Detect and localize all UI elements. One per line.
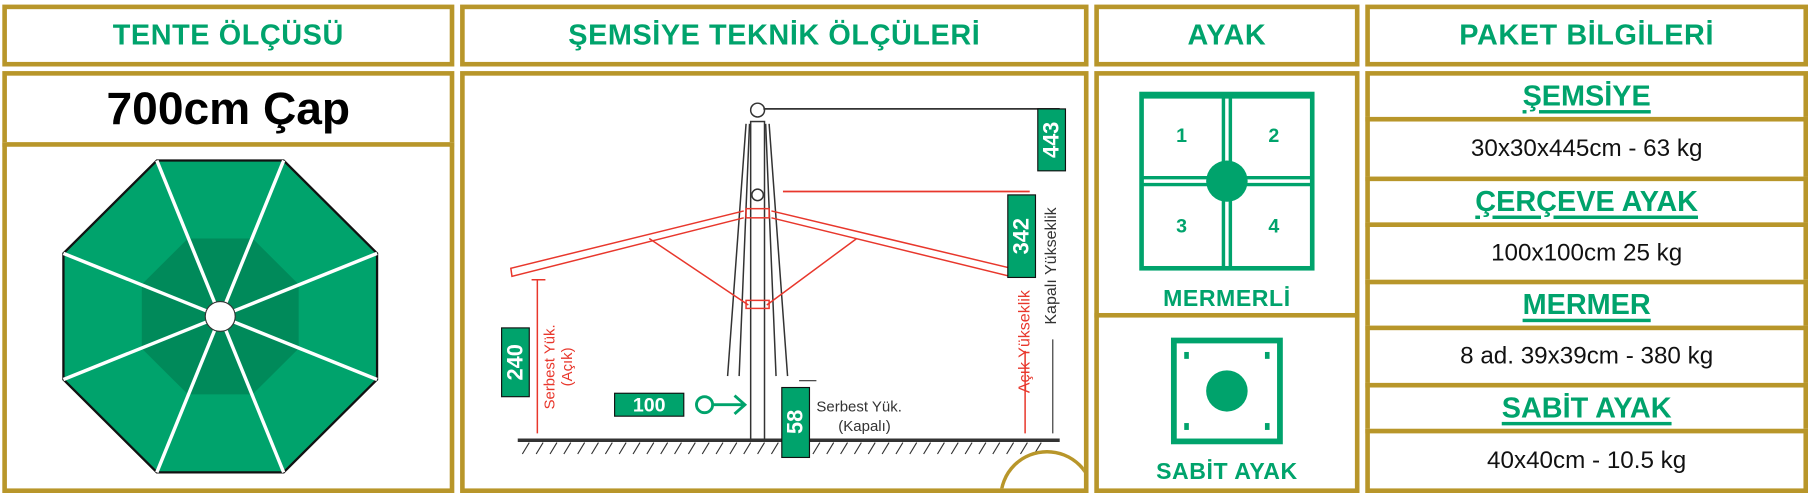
free-open-label-2: (Açık) xyxy=(559,347,576,386)
decorative-arc xyxy=(1000,450,1084,489)
free-closed-label-2: (Kapalı) xyxy=(838,418,890,435)
canopy-top-view-panel xyxy=(2,142,455,493)
open-height-label: Açık Yükseklik xyxy=(1016,289,1034,393)
quadrant-2: 2 xyxy=(1268,125,1279,147)
umbrella-diagram: 443 342 240 100 58 Serbest Yük. (Açık) S… xyxy=(501,102,1084,489)
header-ayak: AYAK xyxy=(1094,4,1360,67)
paket-title-sabit-ayak: SABİT AYAK xyxy=(1365,382,1808,434)
paket-value-sabit-ayak: 40x40cm - 10.5 kg xyxy=(1365,428,1808,493)
technical-diagram-panel: 443 342 240 100 58 Serbest Yük. (Açık) S… xyxy=(460,71,1089,493)
mermerli-base-panel: 1 2 3 4 MERMERLİ xyxy=(1094,71,1360,318)
height-342-badge: 342 xyxy=(1007,194,1037,279)
distance-100-badge: 100 xyxy=(614,392,685,417)
pole-distance-value: 100 xyxy=(633,395,666,417)
arrow-icon xyxy=(695,394,748,415)
octagon-canopy-icon xyxy=(62,159,379,474)
quadrant-1: 1 xyxy=(1176,125,1187,147)
header-tente-olcusu: TENTE ÖLÇÜSÜ xyxy=(2,4,455,67)
header-paket-bilgileri: PAKET BİLGİLERİ xyxy=(1365,4,1808,67)
paket-value-semsiye: 30x30x445cm - 63 kg xyxy=(1365,116,1808,182)
free-open-value: 240 xyxy=(502,344,527,380)
fixed-base-icon xyxy=(1170,337,1283,445)
clearance-58-badge: 58 xyxy=(781,386,811,459)
height-443-badge: 443 xyxy=(1037,108,1067,172)
paket-value-mermer: 8 ad. 39x39cm - 380 kg xyxy=(1365,325,1808,388)
marble-base-icon: 1 2 3 4 xyxy=(1139,91,1315,271)
clearance-240-badge: 240 xyxy=(501,327,530,398)
closed-height-label: Kapalı Yükseklik xyxy=(1042,206,1060,324)
free-closed-value: 58 xyxy=(783,410,808,434)
paket-value-cerceve-ayak: 100x100cm 25 kg xyxy=(1365,222,1808,285)
free-open-label: Serbest Yük. xyxy=(542,324,559,409)
free-closed-label: Serbest Yük. xyxy=(816,399,901,416)
mermerli-label: MERMERLİ xyxy=(1163,286,1291,312)
paket-title-mermer: MERMER xyxy=(1365,279,1808,331)
closed-height-value: 443 xyxy=(1038,122,1063,158)
quadrant-4: 4 xyxy=(1268,216,1279,238)
paket-title-semsiye: ŞEMSİYE xyxy=(1365,71,1808,122)
header-teknik-olculer: ŞEMSİYE TEKNİK ÖLÇÜLERİ xyxy=(460,4,1089,67)
open-height-value: 342 xyxy=(1009,218,1034,254)
fixed-base-panel: SABİT AYAK xyxy=(1094,312,1360,493)
paket-title-cerceve-ayak: ÇERÇEVE AYAK xyxy=(1365,176,1808,228)
sabit-ayak-label: SABİT AYAK xyxy=(1156,459,1298,485)
canopy-size: 700cm Çap xyxy=(2,71,455,147)
quadrant-3: 3 xyxy=(1176,216,1187,238)
